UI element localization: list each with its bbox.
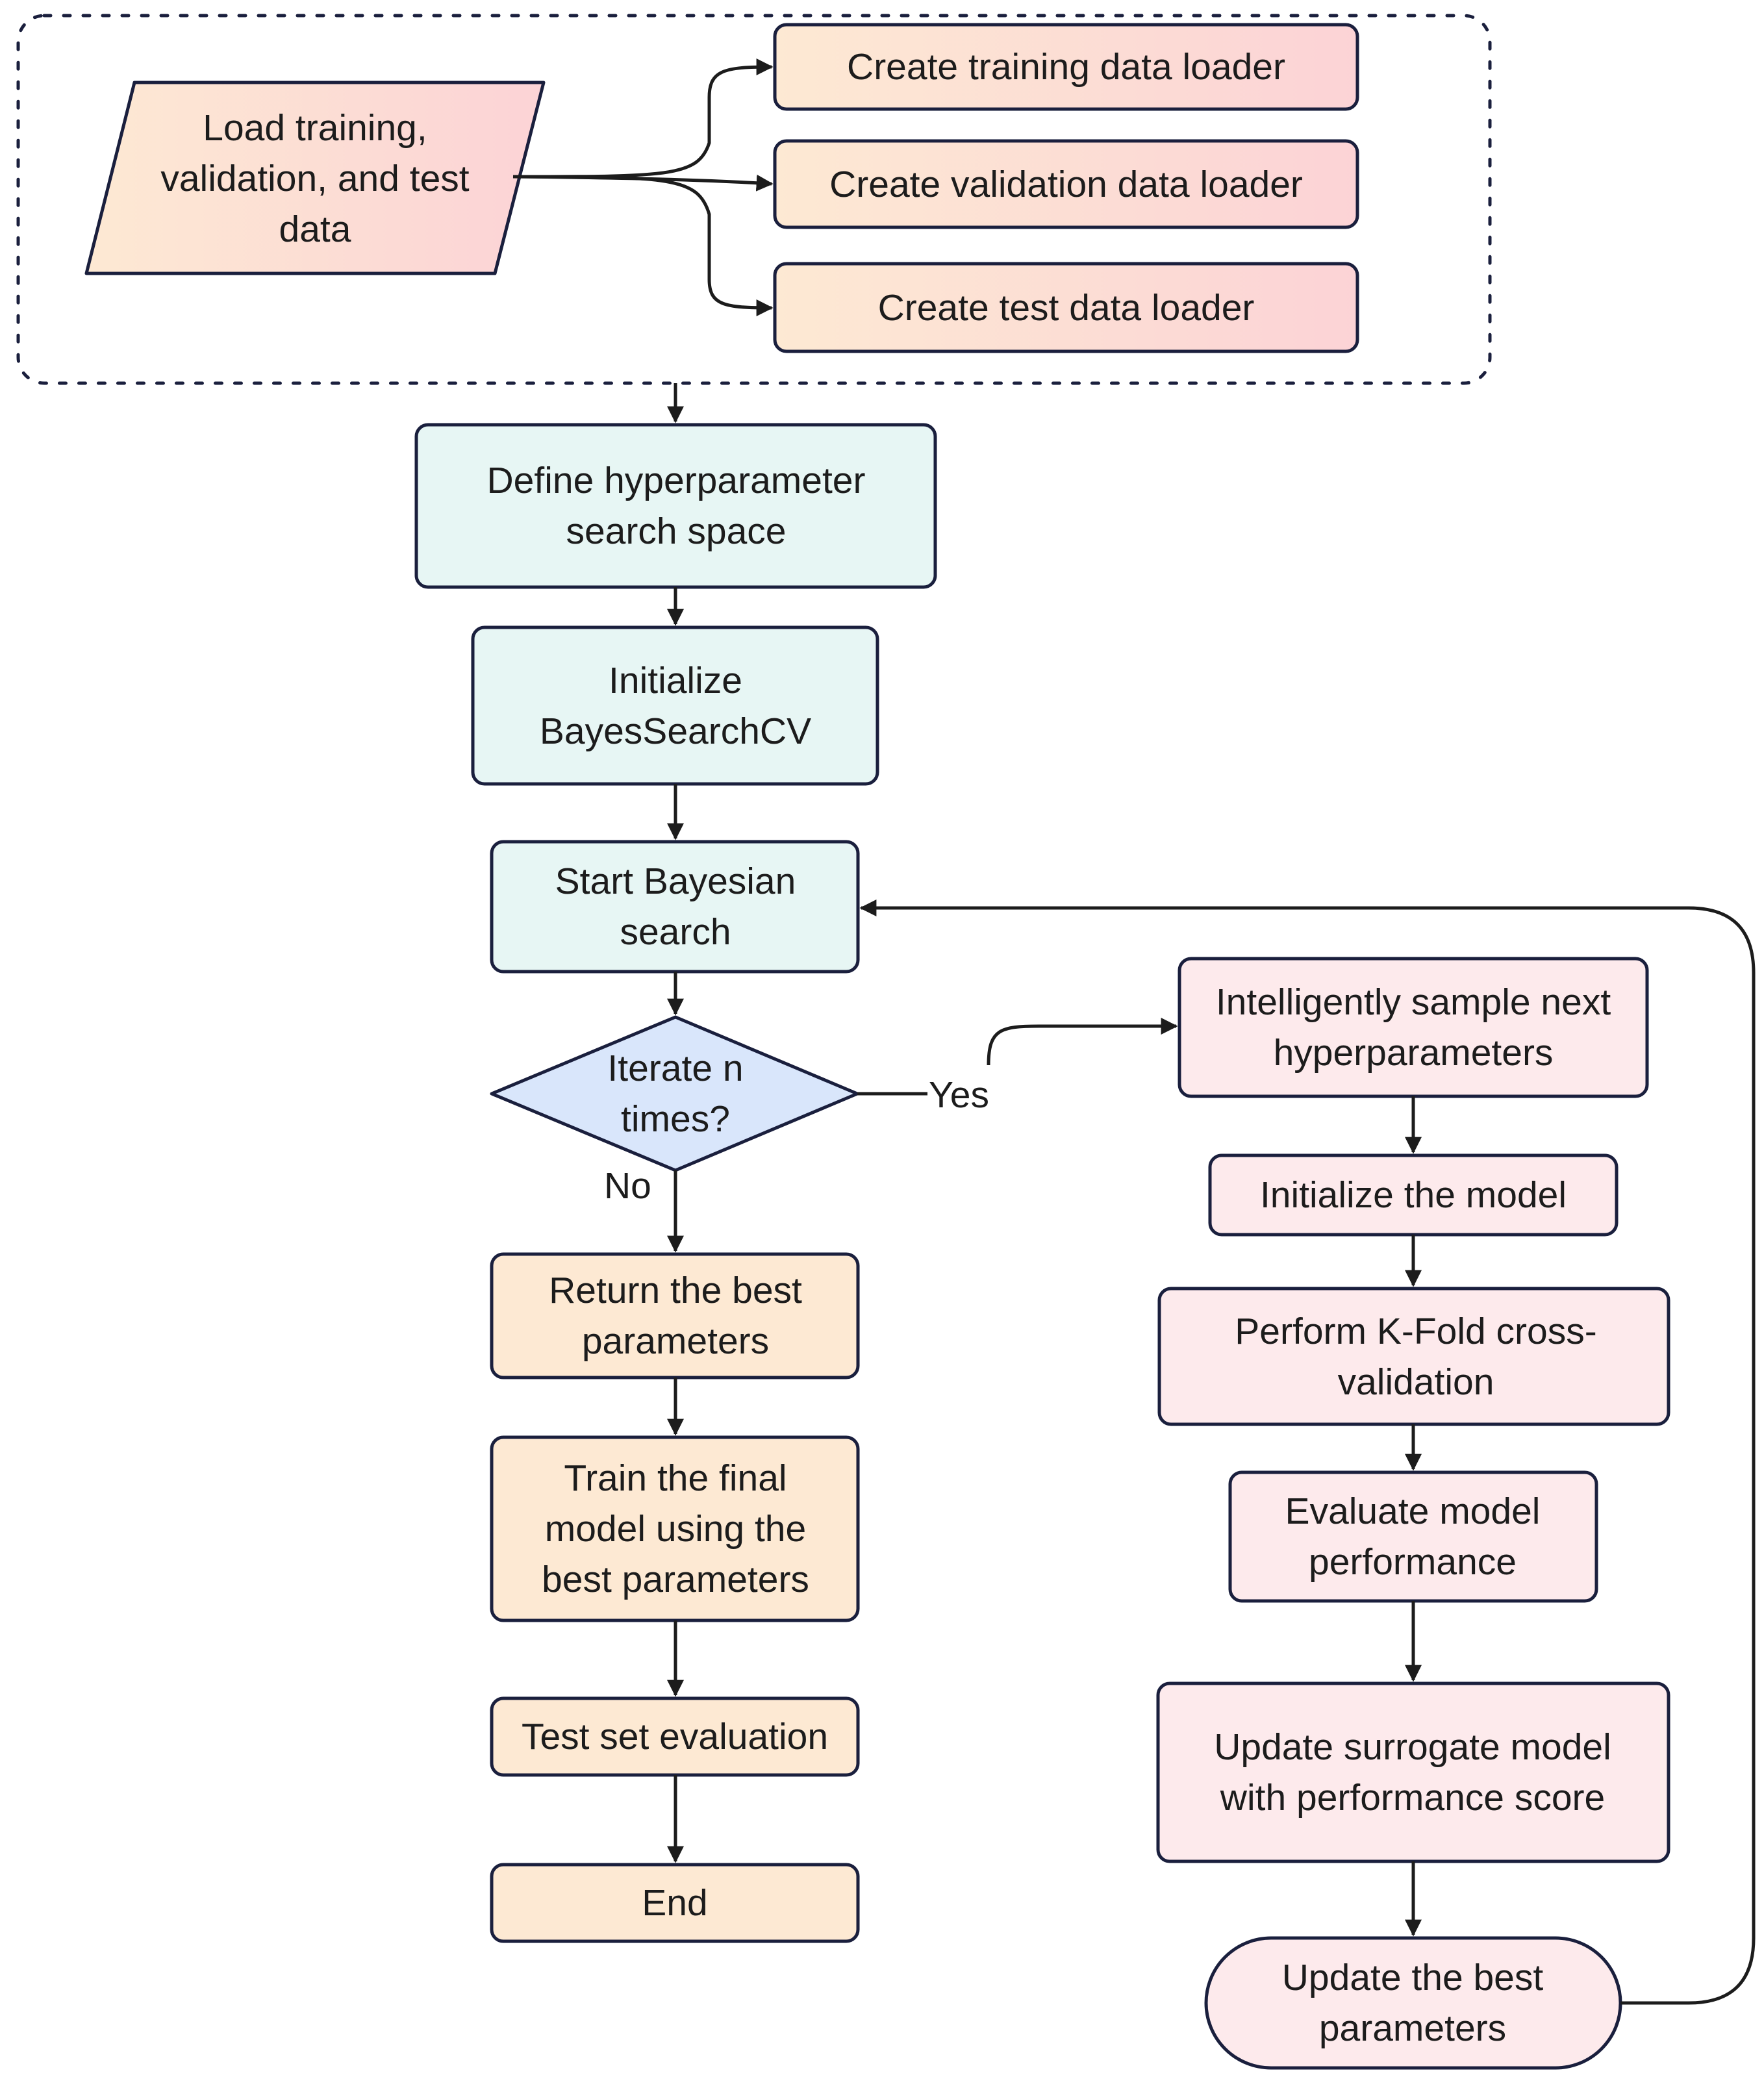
test-loader-node xyxy=(773,262,1359,353)
yes-edge-label: Yes xyxy=(929,1074,989,1116)
update-best-label: Update the best parameters xyxy=(1281,1957,1544,2049)
return-best-label: Return the best parameters xyxy=(549,1270,802,1362)
test-eval-label: Test set evaluation xyxy=(521,1716,829,1757)
update-surrogate-label: Update surrogate model with performance … xyxy=(1214,1726,1611,1819)
train-loader-label: Create training data loader xyxy=(847,46,1285,88)
iterate-label: Iterate n times? xyxy=(607,1048,744,1140)
edge-loop-back xyxy=(859,900,1756,2005)
init-model-label: Initialize the model xyxy=(1259,1174,1567,1216)
end-node xyxy=(490,1863,860,1943)
no-edge-label: No xyxy=(604,1165,651,1207)
sample-next-label: Intelligently sample next hyperparameter… xyxy=(1215,981,1611,1074)
kfold-label: Perform K-Fold cross-validation xyxy=(1235,1310,1597,1403)
train-final-label: Train the final model using the best par… xyxy=(542,1457,809,1600)
edge-load-to-train-loader xyxy=(512,58,774,179)
train-loader-node xyxy=(773,23,1359,111)
init-bayes-label: Initialize BayesSearchCV xyxy=(539,659,812,752)
edge-load-to-test-loader xyxy=(512,175,774,316)
val-loader-label: Create validation data loader xyxy=(829,163,1303,205)
edge-yes-to-sample xyxy=(987,1018,1178,1066)
end-label: End xyxy=(642,1882,708,1924)
val-loader-node xyxy=(773,139,1359,229)
test-loader-label: Create test data loader xyxy=(877,286,1255,329)
load-data-label: Load training, validation, and test data xyxy=(160,107,470,250)
data-prep-group xyxy=(16,14,1492,385)
define-space-label: Define hyperparameter search space xyxy=(486,460,866,552)
load-data-node xyxy=(84,81,546,275)
evaluate-label: Evaluate model performance xyxy=(1285,1491,1541,1583)
start-search-label: Start Bayesian search xyxy=(555,861,796,953)
